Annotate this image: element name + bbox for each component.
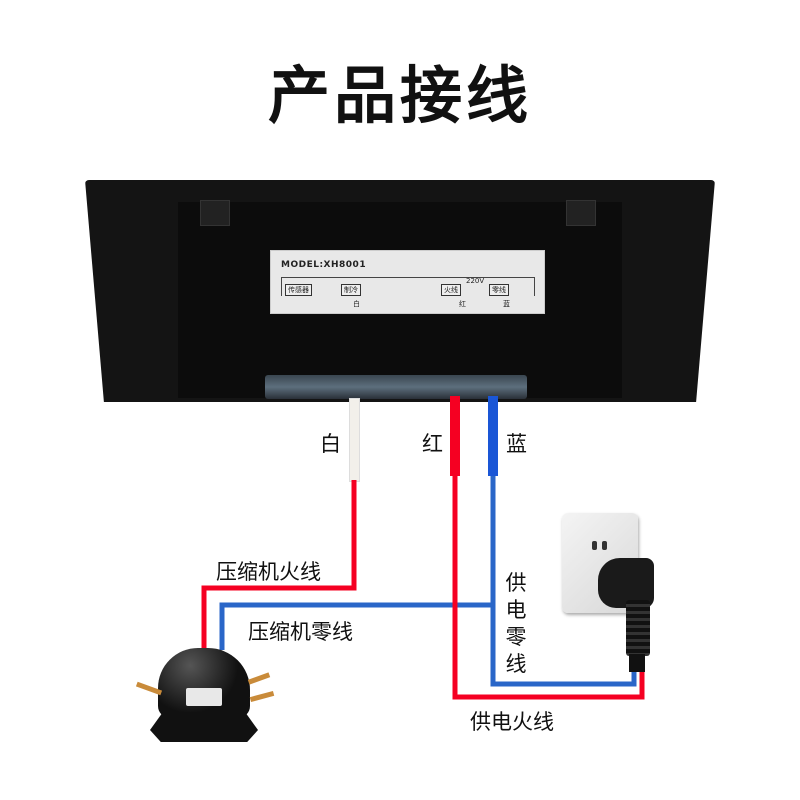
terminal-cooling-color: 白 — [353, 300, 360, 308]
white-wire-label: 白 — [320, 432, 341, 456]
compressor-base — [150, 712, 258, 742]
red-wire — [450, 396, 460, 476]
terminal-live-color: 红 — [459, 300, 466, 308]
device-label: MODEL:XH8001 220V 传感器 制冷 火线 零线 白 红 蓝 — [270, 250, 545, 314]
terminal-sensor: 传感器 — [285, 284, 312, 296]
model-text: MODEL:XH8001 — [281, 260, 367, 270]
mounting-clip-left — [200, 200, 230, 226]
page-title: 产品接线 — [267, 59, 532, 132]
voltage-text: 220V — [466, 277, 485, 285]
circuit-outline — [281, 277, 535, 296]
compressor-neutral-label: 压缩机零线 — [248, 620, 353, 644]
supply-neutral-label: 供 电 零 线 — [505, 571, 527, 676]
supply-live-label: 供电火线 — [470, 710, 554, 734]
blue-wire — [488, 396, 498, 476]
compressor-live-label: 压缩机火线 — [216, 560, 321, 584]
wire-outlet-slot — [265, 375, 527, 399]
plug-strain-relief — [626, 600, 650, 656]
compressor-icon — [158, 648, 250, 718]
terminal-cooling: 制冷 — [341, 284, 361, 296]
plug-icon — [598, 558, 654, 608]
terminal-neutral-color: 蓝 — [503, 300, 510, 308]
mounting-clip-right — [566, 200, 596, 226]
red-wire-label: 红 — [422, 432, 443, 456]
terminal-neutral: 零线 — [489, 284, 509, 296]
plug-cord — [629, 654, 645, 672]
terminal-live: 火线 — [441, 284, 461, 296]
blue-wire-label: 蓝 — [506, 432, 527, 456]
